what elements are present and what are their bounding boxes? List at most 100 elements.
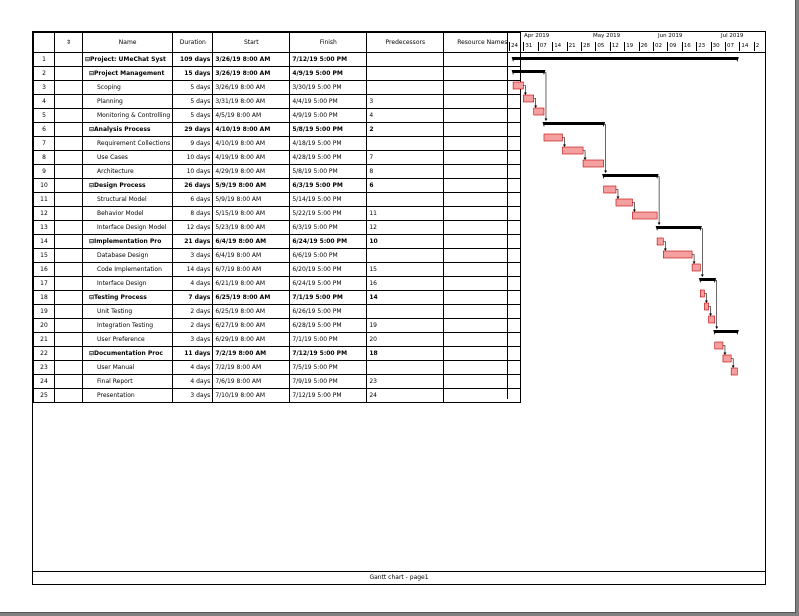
task-duration[interactable]: 5 days <box>172 94 214 109</box>
task-start[interactable]: 7/2/19 8:00 AM <box>212 360 291 375</box>
task-id[interactable]: 21 <box>33 332 55 347</box>
task-duration[interactable]: 5 days <box>172 80 214 95</box>
task-name[interactable]: Scoping <box>81 80 174 95</box>
task-finish[interactable]: 4/28/19 5:00 PM <box>289 150 368 165</box>
task-id[interactable]: 3 <box>33 80 55 95</box>
task-predecessors[interactable]: 7 <box>366 150 445 165</box>
task-indicator[interactable] <box>54 332 83 347</box>
task-indicator[interactable] <box>54 150 83 165</box>
summary-bar[interactable] <box>513 57 738 60</box>
task-id[interactable]: 6 <box>33 122 55 137</box>
task-id[interactable]: 20 <box>33 318 55 333</box>
task-name[interactable]: ⊟Project: UMeChat Syst <box>81 52 174 67</box>
task-predecessors[interactable]: 15 <box>366 262 445 277</box>
task-finish[interactable]: 6/24/19 5:00 PM <box>289 276 368 291</box>
task-start[interactable]: 6/25/19 8:00 AM <box>212 304 291 319</box>
task-start[interactable]: 6/7/19 8:00 AM <box>212 262 291 277</box>
task-predecessors[interactable]: 23 <box>366 374 445 389</box>
task-id[interactable]: 12 <box>33 206 55 221</box>
task-finish[interactable]: 6/26/19 5:00 PM <box>289 304 368 319</box>
task-name[interactable]: Database Design <box>81 248 174 263</box>
task-start[interactable]: 4/10/19 8:00 AM <box>212 136 291 151</box>
task-finish[interactable]: 5/14/19 5:00 PM <box>289 192 368 207</box>
task-duration[interactable]: 3 days <box>172 388 214 403</box>
task-start[interactable]: 4/29/19 8:00 AM <box>212 164 291 179</box>
task-start[interactable]: 3/31/19 8:00 AM <box>212 94 291 109</box>
summary-bar[interactable] <box>513 70 544 73</box>
task-indicator[interactable] <box>54 164 83 179</box>
task-indicator[interactable] <box>54 52 83 67</box>
task-resources[interactable] <box>443 388 522 403</box>
task-bar[interactable] <box>704 302 709 311</box>
task-name[interactable]: Final Report <box>81 374 174 389</box>
column-header-duration[interactable]: Duration <box>172 32 214 53</box>
column-header-start[interactable]: Start <box>212 32 291 53</box>
task-id[interactable]: 19 <box>33 304 55 319</box>
task-name[interactable]: Requirement Collections <box>81 136 174 151</box>
task-name[interactable]: ⊟Project Management <box>81 66 174 81</box>
task-start[interactable]: 4/19/19 8:00 AM <box>212 150 291 165</box>
task-finish[interactable]: 6/6/19 5:00 PM <box>289 248 368 263</box>
task-duration[interactable]: 7 days <box>172 290 214 305</box>
task-finish[interactable]: 3/30/19 5:00 PM <box>289 80 368 95</box>
summary-bar[interactable] <box>700 278 715 281</box>
task-indicator[interactable] <box>54 94 83 109</box>
task-predecessors[interactable] <box>366 136 445 151</box>
task-name[interactable]: Integration Testing <box>81 318 174 333</box>
task-name[interactable]: User Preference <box>81 332 174 347</box>
task-name[interactable]: ⊟Testing Process <box>81 290 174 305</box>
task-finish[interactable]: 4/4/19 5:00 PM <box>289 94 368 109</box>
task-predecessors[interactable] <box>366 66 445 81</box>
task-bar[interactable] <box>603 185 617 194</box>
task-id[interactable]: 10 <box>33 178 55 193</box>
task-bar[interactable] <box>523 94 534 103</box>
task-id[interactable]: 17 <box>33 276 55 291</box>
task-duration[interactable]: 9 days <box>172 136 214 151</box>
task-name[interactable]: ⊟Implementation Pro <box>81 234 174 249</box>
task-start[interactable]: 7/2/19 8:00 AM <box>212 346 291 361</box>
task-duration[interactable]: 10 days <box>172 164 214 179</box>
task-duration[interactable]: 2 days <box>172 304 214 319</box>
task-indicator[interactable] <box>54 122 83 137</box>
task-predecessors[interactable] <box>366 304 445 319</box>
task-bar[interactable] <box>533 107 545 116</box>
task-id[interactable]: 11 <box>33 192 55 207</box>
task-predecessors[interactable]: 19 <box>366 318 445 333</box>
task-indicator[interactable] <box>54 276 83 291</box>
task-indicator[interactable] <box>54 374 83 389</box>
task-predecessors[interactable]: 11 <box>366 206 445 221</box>
task-finish[interactable]: 6/24/19 5:00 PM <box>289 234 368 249</box>
task-indicator[interactable] <box>54 304 83 319</box>
task-predecessors[interactable]: 6 <box>366 178 445 193</box>
task-predecessors[interactable]: 2 <box>366 122 445 137</box>
task-duration[interactable]: 21 days <box>172 234 214 249</box>
task-start[interactable]: 5/23/19 8:00 AM <box>212 220 291 235</box>
task-duration[interactable]: 3 days <box>172 332 214 347</box>
task-finish[interactable]: 4/9/19 5:00 PM <box>289 66 368 81</box>
task-start[interactable]: 4/5/19 8:00 AM <box>212 108 291 123</box>
column-header-finish[interactable]: Finish <box>289 32 368 53</box>
task-finish[interactable]: 7/9/19 5:00 PM <box>289 374 368 389</box>
task-start[interactable]: 6/21/19 8:00 AM <box>212 276 291 291</box>
task-finish[interactable]: 6/3/19 5:00 PM <box>289 178 368 193</box>
summary-bar[interactable] <box>603 174 658 177</box>
task-name[interactable]: Use Cases <box>81 150 174 165</box>
task-finish[interactable]: 7/12/19 5:00 PM <box>289 52 368 67</box>
task-start[interactable]: 3/26/19 8:00 AM <box>212 66 291 81</box>
task-start[interactable]: 3/26/19 8:00 AM <box>212 52 291 67</box>
task-id[interactable]: 24 <box>33 374 55 389</box>
task-finish[interactable]: 4/18/19 5:00 PM <box>289 136 368 151</box>
task-finish[interactable]: 7/5/19 5:00 PM <box>289 360 368 375</box>
task-indicator[interactable] <box>54 80 83 95</box>
task-duration[interactable]: 4 days <box>172 276 214 291</box>
task-start[interactable]: 6/4/19 8:00 AM <box>212 248 291 263</box>
task-predecessors[interactable]: 24 <box>366 388 445 403</box>
task-name[interactable]: ⊟Analysis Process <box>81 122 174 137</box>
task-start[interactable]: 7/6/19 8:00 AM <box>212 374 291 389</box>
